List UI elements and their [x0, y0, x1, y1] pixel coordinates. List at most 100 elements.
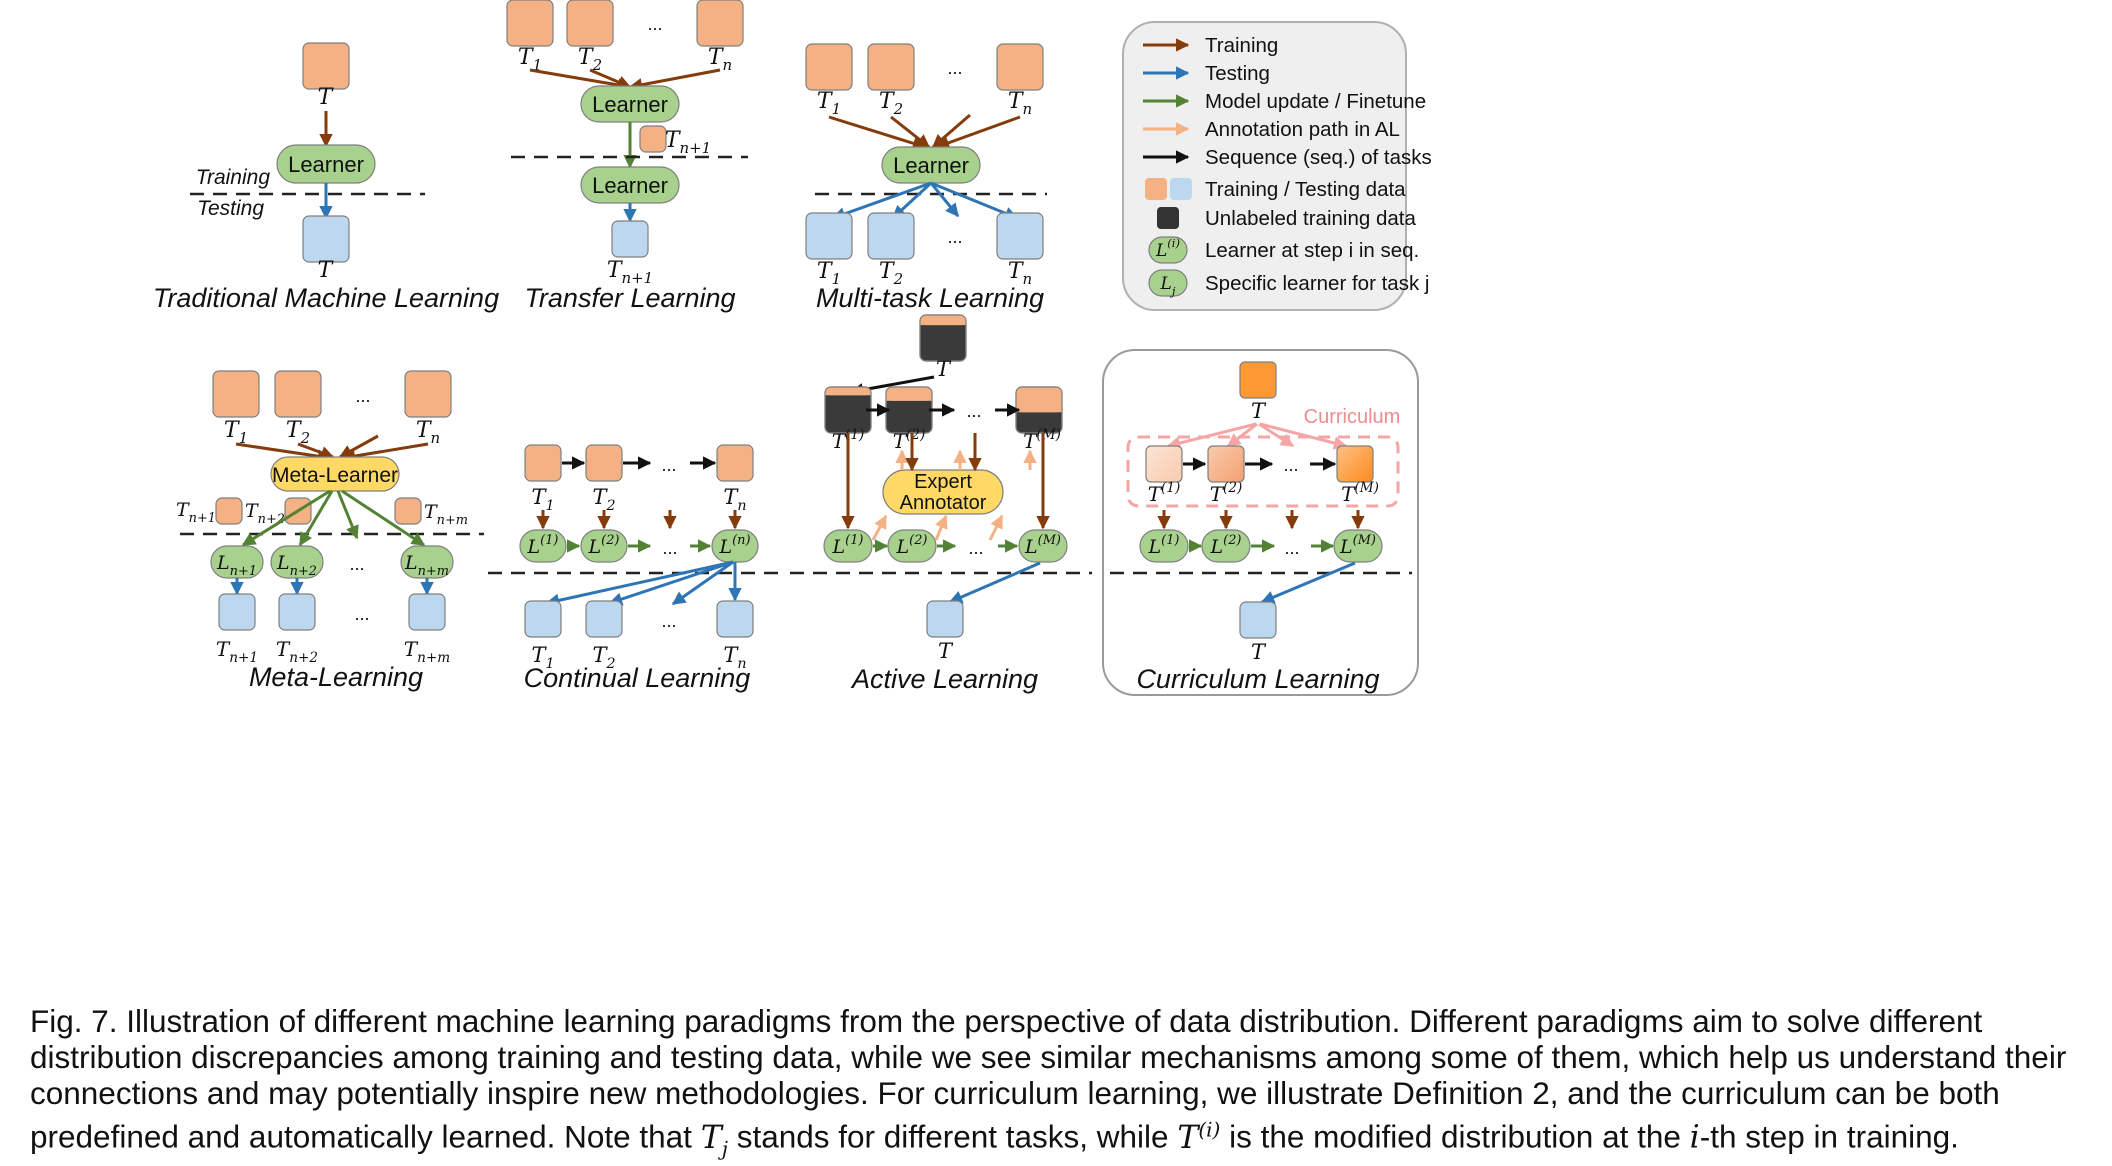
multitask-test-label: T2 — [879, 259, 903, 288]
legend-item-label: Unlabeled training data — [1205, 207, 1416, 230]
meta-test-label: Tn+m — [404, 637, 450, 666]
curriculum-learner — [1139, 529, 1189, 563]
active-learner-label: L(M) — [1024, 533, 1061, 558]
transfer-task-box — [696, 0, 744, 47]
curriculum-source-label: T — [1251, 399, 1267, 423]
curriculum-learner-label: L(M) — [1339, 533, 1376, 558]
curriculum-learner-label: L(1) — [1148, 533, 1180, 558]
legend-learner-swatch — [1148, 236, 1188, 264]
transfer-task-label: Tn — [708, 45, 732, 74]
continual-test-label: T2 — [592, 643, 615, 672]
meta-train-box — [404, 370, 452, 418]
meta-task-learner-label: Ln+1 — [216, 552, 257, 579]
meta-train-arrow — [235, 442, 332, 463]
active-learner — [1018, 529, 1068, 563]
meta-train-arrow — [341, 442, 429, 463]
legend-item-label: Specific learner for task j — [1205, 272, 1429, 295]
active-pool-box — [919, 314, 967, 362]
continual-train-label: T1 — [531, 485, 554, 514]
curriculum-title: Curriculum Learning — [1136, 664, 1379, 694]
caption-line-1: Fig. 7. Illustration of different machin… — [30, 1003, 1983, 1039]
meta-learner — [270, 456, 400, 492]
curriculum-arrow — [1166, 422, 1257, 450]
active-test-arrow — [948, 561, 1041, 604]
traditional-title: Traditional Machine Learning — [153, 283, 499, 313]
symbol-t-i: T(i) — [1177, 1117, 1221, 1156]
meta-title: Meta-Learning — [249, 662, 423, 692]
caption-line-4: predefined and automatically learned. No… — [30, 1117, 1959, 1160]
symbol-i: i — [1689, 1119, 1700, 1156]
curriculum-arrow — [1259, 422, 1348, 450]
active-annotation-arrow — [988, 514, 1004, 541]
active-step-label: T(2) — [893, 427, 926, 453]
continual-test-label: Tn — [723, 643, 746, 672]
meta-adapt-arrow — [336, 490, 359, 540]
multitask-train-label: T1 — [817, 89, 841, 118]
transfer-test-label: Tn+1 — [607, 258, 653, 287]
continual-test-box — [716, 600, 754, 638]
traditional-test-label: T — [318, 258, 335, 283]
multitask-train-arrow — [828, 115, 927, 150]
active-step-box — [824, 386, 872, 434]
legend-item-label: Training / Testing data — [1205, 178, 1406, 201]
caption-line-3: connections and may potentially inspire … — [30, 1075, 2000, 1111]
active-learner-label: L(2) — [896, 533, 928, 558]
multitask-train-box — [867, 43, 915, 91]
multitask-test-arrow — [891, 181, 933, 220]
meta-train-label: Tn — [416, 418, 440, 447]
traditional-train-label: T — [318, 85, 335, 110]
legend-train-swatch — [1145, 178, 1167, 200]
active-learner — [823, 529, 873, 563]
legend-learner-swatch — [1148, 269, 1188, 297]
multitask-ellipsis: ... — [947, 227, 962, 247]
curriculum-test-arrow — [1260, 561, 1356, 604]
active-ellipsis: ... — [966, 401, 981, 421]
active-pool-label: T — [936, 357, 952, 381]
meta-task-learner-label: Ln+2 — [276, 552, 317, 579]
multitask-test-arrow — [930, 181, 1019, 220]
transfer-extra-label: Tn+1 — [665, 128, 711, 157]
legend-item-label: Model update / Finetune — [1205, 90, 1426, 113]
active-step-label: T(1) — [832, 427, 865, 453]
legend-item-label: Testing — [1205, 62, 1270, 85]
meta-train-label: T1 — [224, 418, 248, 447]
traditional-testing-label: Testing — [197, 197, 264, 220]
transfer-test-box — [611, 220, 649, 258]
transfer-ellipsis: ... — [647, 14, 662, 34]
continual-ellipsis: ... — [661, 611, 676, 631]
multitask-ellipsis: ... — [947, 58, 962, 78]
meta-ellipsis: ... — [349, 554, 364, 574]
multitask-test-box — [805, 212, 853, 260]
multitask-test-box — [996, 212, 1044, 260]
curriculum-ellipsis: ... — [1283, 455, 1298, 475]
continual-ellipsis: ... — [662, 538, 677, 558]
traditional-train-box — [302, 42, 350, 90]
continual-train-box — [716, 444, 754, 482]
meta-test-label: Tn+1 — [216, 637, 258, 666]
continual-train-box — [585, 444, 623, 482]
continual-test-arrow — [545, 560, 734, 607]
active-title: Active Learning — [850, 664, 1038, 694]
transfer-train-arrow — [529, 68, 632, 92]
multitask-train-box — [996, 43, 1044, 91]
active-step-box — [885, 386, 933, 434]
continual-test-label: T1 — [531, 643, 554, 672]
meta-learner-label: Meta-Learner — [272, 464, 398, 487]
legend-unlabeled-swatch — [1157, 207, 1179, 229]
meta-train-label: T2 — [286, 418, 310, 447]
continual-train-label: T2 — [592, 485, 615, 514]
continual-learner-label: L(2) — [588, 533, 620, 558]
curriculum-source-box — [1239, 361, 1277, 399]
legend-test-swatch — [1170, 178, 1192, 200]
transfer-task-label: T2 — [578, 45, 602, 74]
curriculum-step-label: T(M) — [1341, 480, 1379, 506]
meta-test-box — [278, 593, 316, 631]
multitask-train-label: Tn — [1008, 89, 1032, 118]
continual-test-arrow — [671, 560, 734, 606]
curriculum-step-label: T(1) — [1148, 480, 1181, 506]
meta-train-arrow — [297, 442, 335, 460]
meta-test-box — [408, 593, 446, 631]
curriculum-arrow — [1258, 422, 1295, 448]
symbol-t-j: Tj — [700, 1119, 728, 1160]
